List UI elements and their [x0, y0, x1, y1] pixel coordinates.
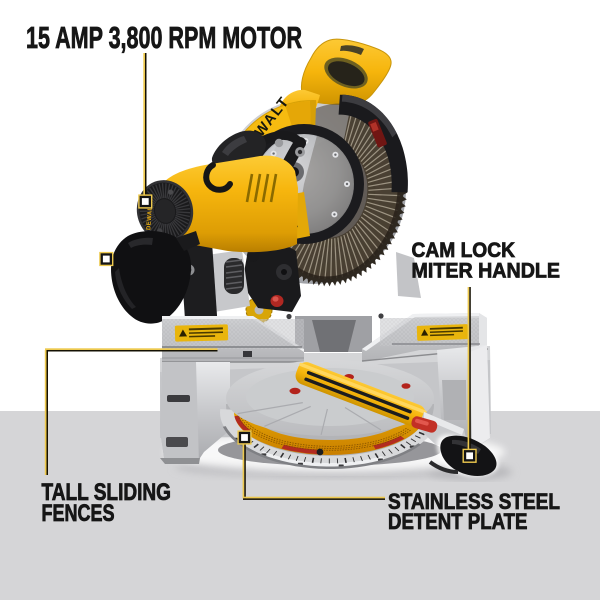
svg-text:FENCES: FENCES [42, 500, 115, 527]
svg-text:CAM LOCK: CAM LOCK [412, 238, 516, 262]
svg-text:TALL SLIDING: TALL SLIDING [42, 479, 172, 506]
svg-text:MITER HANDLE: MITER HANDLE [412, 258, 561, 282]
svg-text:DETENT PLATE: DETENT PLATE [388, 509, 528, 534]
svg-text:STAINLESS STEEL: STAINLESS STEEL [388, 489, 560, 514]
svg-text:DEWALT: DEWALT [146, 203, 154, 231]
svg-text:15 AMP 3,800 RPM MOTOR: 15 AMP 3,800 RPM MOTOR [26, 22, 302, 55]
